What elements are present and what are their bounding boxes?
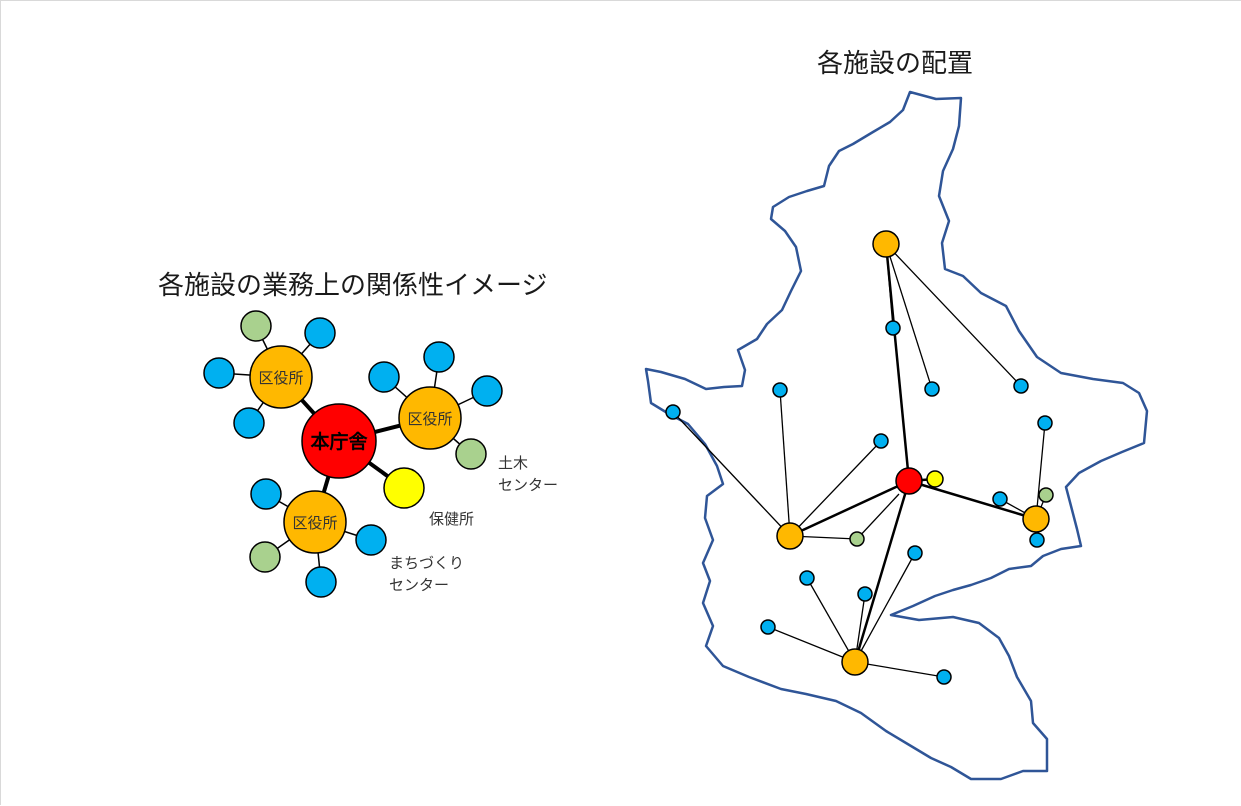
node-machi-2 xyxy=(203,357,235,389)
map-doboku-1 xyxy=(849,531,865,547)
map-machi-8 xyxy=(992,491,1008,507)
node-machi-1 xyxy=(304,317,336,349)
diagram-title: 各施設の業務上の関係性イメージ xyxy=(158,271,547,301)
map-title: 各施設の配置 xyxy=(817,49,973,79)
ward-office-label-1: 区役所 xyxy=(258,369,303,387)
diagram-nodes xyxy=(203,310,503,598)
map-edge-w3 xyxy=(789,440,882,537)
map-ward-office-east xyxy=(1022,505,1050,533)
map-edge-hq-west xyxy=(789,479,910,538)
node-machi-6 xyxy=(471,375,503,407)
map-edge-w2 xyxy=(779,389,791,537)
map-machi-11 xyxy=(799,570,815,586)
node-headquarters xyxy=(301,403,377,479)
map-edge-hq-south xyxy=(853,480,911,663)
doboku-label-line1: 土木 xyxy=(498,454,528,472)
map-edge-n2 xyxy=(885,243,933,390)
map-edge-s3 xyxy=(854,552,916,663)
node-doboku-3 xyxy=(249,541,281,573)
map-headquarters xyxy=(895,467,923,495)
node-machi-3 xyxy=(233,407,265,439)
map-doboku-2 xyxy=(1038,487,1054,503)
machizukuri-label-line1: まちづくり xyxy=(389,554,464,572)
map-machi-6 xyxy=(873,433,889,449)
map-machi-3 xyxy=(1013,378,1029,394)
node-machi-4 xyxy=(368,361,400,393)
map-machi-9 xyxy=(1029,532,1045,548)
map-edge-e1 xyxy=(1035,422,1046,520)
node-ward-office-2 xyxy=(398,386,462,450)
map-machi-12 xyxy=(857,586,873,602)
map-edge-w5 xyxy=(856,493,900,540)
map-ward-office-north xyxy=(872,230,900,258)
node-machi-9 xyxy=(355,524,387,556)
ward-office-label-3: 区役所 xyxy=(292,514,337,532)
node-machi-8 xyxy=(305,566,337,598)
city-boundary xyxy=(644,90,1149,781)
health-center-label: 保健所 xyxy=(429,510,474,528)
map-edge-s1 xyxy=(806,577,856,663)
node-machi-5 xyxy=(423,341,455,373)
relationship-diagram: 各施設の業務上の関係性イメージ xyxy=(158,271,558,598)
map-machi-14 xyxy=(936,669,952,685)
map-edge-n1 xyxy=(885,243,894,329)
node-ward-office-3 xyxy=(283,490,347,554)
machizukuri-label-line2: センター xyxy=(389,576,449,594)
map-nodes xyxy=(665,230,1054,685)
map-machi-7 xyxy=(1037,415,1053,431)
node-doboku-2 xyxy=(455,438,487,470)
facility-map: 各施設の配置 xyxy=(644,49,1149,781)
map-ward-office-west xyxy=(776,522,804,550)
node-machi-7 xyxy=(250,478,282,510)
node-health-center xyxy=(383,467,425,509)
map-edge-s5 xyxy=(854,661,945,678)
map-edge-s4 xyxy=(767,626,856,663)
map-machi-4 xyxy=(665,404,681,420)
map-machi-1 xyxy=(885,320,901,336)
map-edge-w1 xyxy=(672,411,791,537)
node-ward-office-1 xyxy=(249,345,313,409)
ward-office-label-2: 区役所 xyxy=(407,410,452,428)
map-edges xyxy=(672,243,1047,678)
map-machi-2 xyxy=(924,381,940,397)
node-doboku-1 xyxy=(240,310,272,342)
map-machi-5 xyxy=(772,382,788,398)
map-health-center xyxy=(926,470,944,488)
map-machi-10 xyxy=(907,545,923,561)
map-edge-hq-east xyxy=(908,479,1037,521)
map-edge-n3 xyxy=(885,243,1022,387)
map-ward-office-south xyxy=(841,648,869,676)
map-machi-13 xyxy=(760,619,776,635)
headquarters-label: 本庁舎 xyxy=(310,430,368,453)
doboku-label-line2: センター xyxy=(498,476,558,494)
diagram-labels: 本庁舎 区役所 区役所 区役所 土木 センター 保健所 まちづくり センター xyxy=(258,369,558,594)
